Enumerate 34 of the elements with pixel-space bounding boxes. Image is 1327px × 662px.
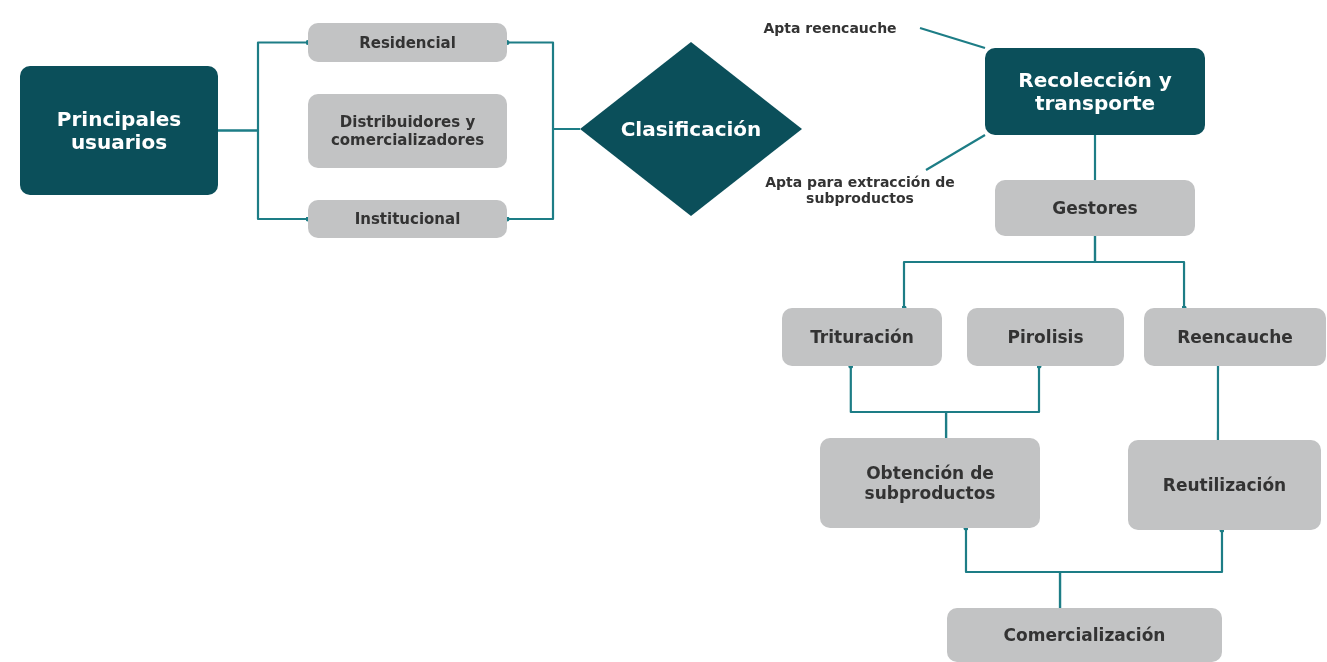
- connector-line: [1058, 527, 1225, 608]
- process-box: [820, 438, 1040, 528]
- annotation-text: Apta para extracción de subproductos: [764, 173, 956, 207]
- connector-line: [1216, 366, 1220, 440]
- process-box: [995, 180, 1195, 236]
- process-box: [1128, 440, 1321, 530]
- connector-line: [1093, 135, 1097, 180]
- node-label: Institucional: [354, 210, 461, 228]
- process-box: [967, 308, 1124, 366]
- node-label: Comercialización: [1003, 624, 1166, 646]
- process-box: [985, 48, 1205, 135]
- annotation-text: Apta reencauche: [763, 19, 897, 37]
- node-label: Residencial: [359, 33, 456, 52]
- node-label: Pirolisis: [1007, 326, 1084, 348]
- node-label: Trituración: [810, 326, 914, 348]
- node-label: Reutilización: [1162, 474, 1287, 496]
- connector-line: [1093, 236, 1187, 311]
- node-label: Principales usuarios: [55, 107, 183, 154]
- node-label: Gestores: [1052, 197, 1138, 219]
- connector-line: [919, 26, 986, 50]
- node-label: Obtención de subproductos: [863, 462, 997, 504]
- node-label: Reencauche: [1177, 326, 1293, 348]
- process-box: [20, 66, 218, 195]
- node-label: Recolección y transporte: [1017, 68, 1173, 115]
- node-label: Clasificación: [620, 117, 762, 141]
- process-box: [308, 94, 507, 168]
- connector-line: [944, 363, 1042, 438]
- node-label: Distribuidores y comercializadores: [329, 113, 486, 149]
- process-box: [947, 608, 1222, 662]
- process-box: [1144, 308, 1326, 366]
- process-box: [308, 200, 507, 238]
- process-box: [308, 23, 507, 62]
- connector-line: [925, 134, 986, 171]
- process-box: [782, 308, 942, 366]
